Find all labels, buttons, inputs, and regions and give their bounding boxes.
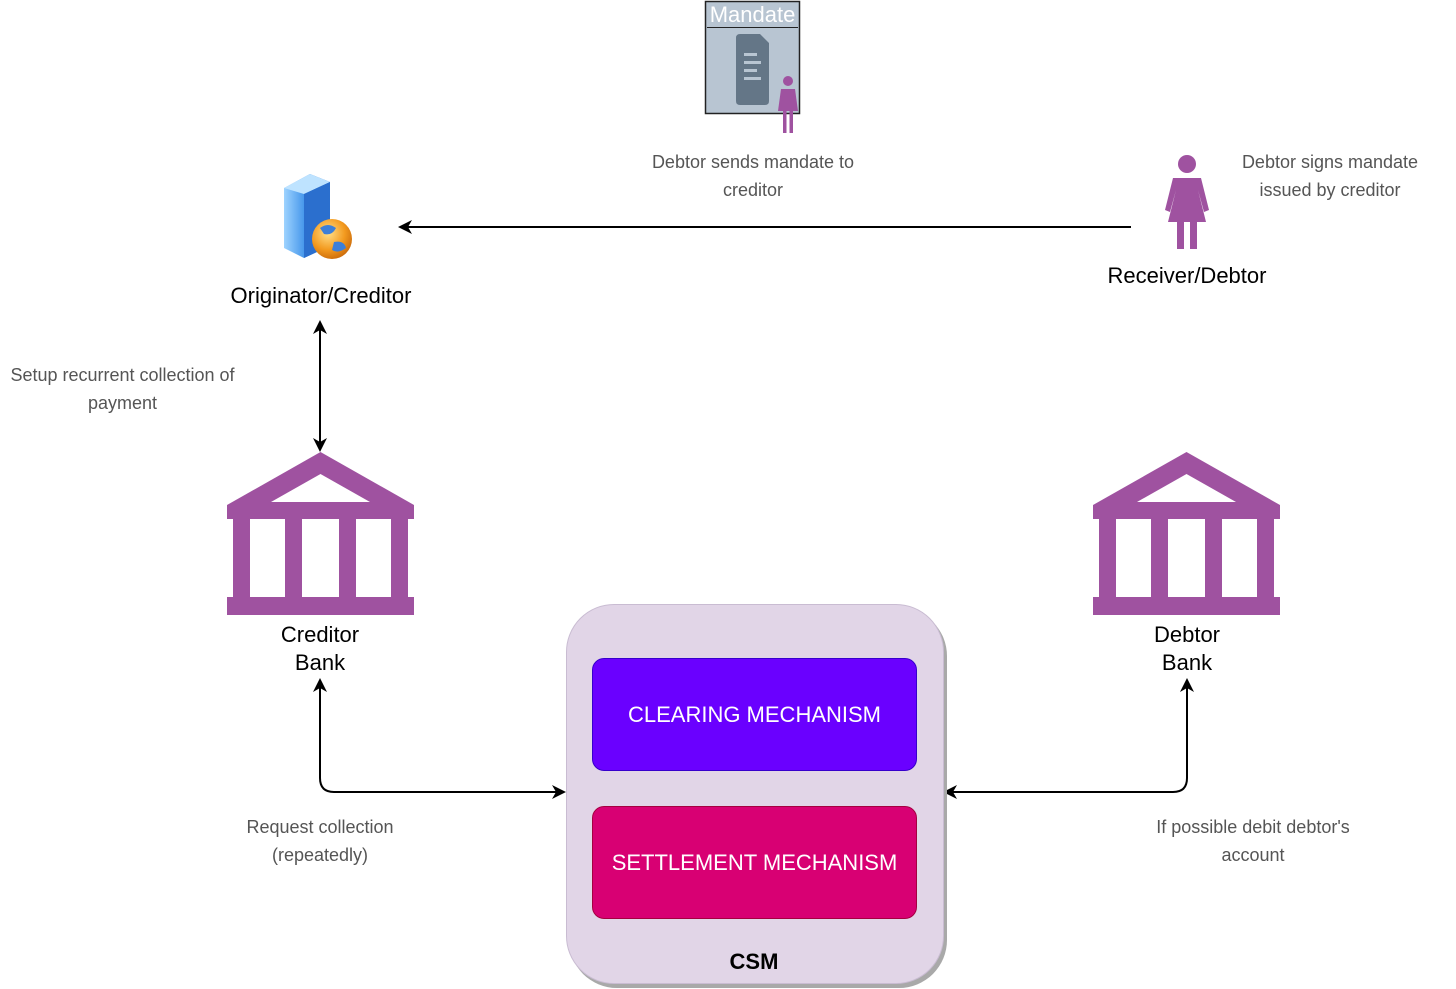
note-line: Setup recurrent collection of: [10, 365, 235, 385]
note-line: Debtor sends mandate to: [651, 152, 855, 172]
note-line: creditor: [722, 180, 784, 200]
debtor-bank-label: Debtor Bank: [1107, 621, 1267, 677]
woman-small-icon: [778, 76, 798, 133]
note-setup-recurrent: Setup recurrent collection of payment: [0, 361, 245, 417]
mandate-box: [704, 0, 801, 133]
server-globe-icon: [284, 174, 352, 259]
originator-label: Originator/Creditor: [230, 283, 412, 308]
mandate-node: Mandate: [704, 0, 801, 133]
mandate-title: Mandate: [709, 2, 796, 27]
note-line: If possible debit debtor's: [1156, 817, 1350, 837]
note-line: account: [1221, 845, 1285, 865]
note-line: Debtor signs mandate: [1241, 152, 1419, 172]
note-debtor-sends-mandate: Debtor sends mandate to creditor: [603, 148, 903, 204]
arrow-creditor-bank-csm: [313, 678, 566, 799]
label-line: Bank: [1161, 650, 1213, 675]
bank-icon: [1093, 452, 1280, 615]
woman-icon: [1165, 155, 1209, 249]
bank-icon: [227, 452, 414, 615]
label-line: Creditor: [280, 622, 360, 647]
arrow-debtor-bank-csm: [943, 678, 1194, 799]
note-line: Request collection: [246, 817, 394, 837]
settlement-mechanism-box: SETTLEMENT MECHANISM: [592, 806, 917, 919]
note-line: (repeatedly): [271, 845, 369, 865]
label-line: Bank: [294, 650, 346, 675]
clearing-mechanism-box: CLEARING MECHANISM: [592, 658, 917, 771]
note-line: payment: [87, 393, 158, 413]
note-request-collection: Request collection (repeatedly): [210, 813, 430, 869]
note-debit-account: If possible debit debtor's account: [1122, 813, 1384, 869]
document-icon: [736, 34, 769, 105]
receiver-label: Receiver/Debtor: [1107, 263, 1267, 288]
label-line: Debtor: [1153, 622, 1221, 647]
creditor-bank-label: Creditor Bank: [240, 621, 400, 677]
note-debtor-signs-mandate: Debtor signs mandate issued by creditor: [1220, 148, 1440, 204]
csm-label: CSM: [729, 949, 779, 974]
note-line: issued by creditor: [1259, 180, 1401, 200]
